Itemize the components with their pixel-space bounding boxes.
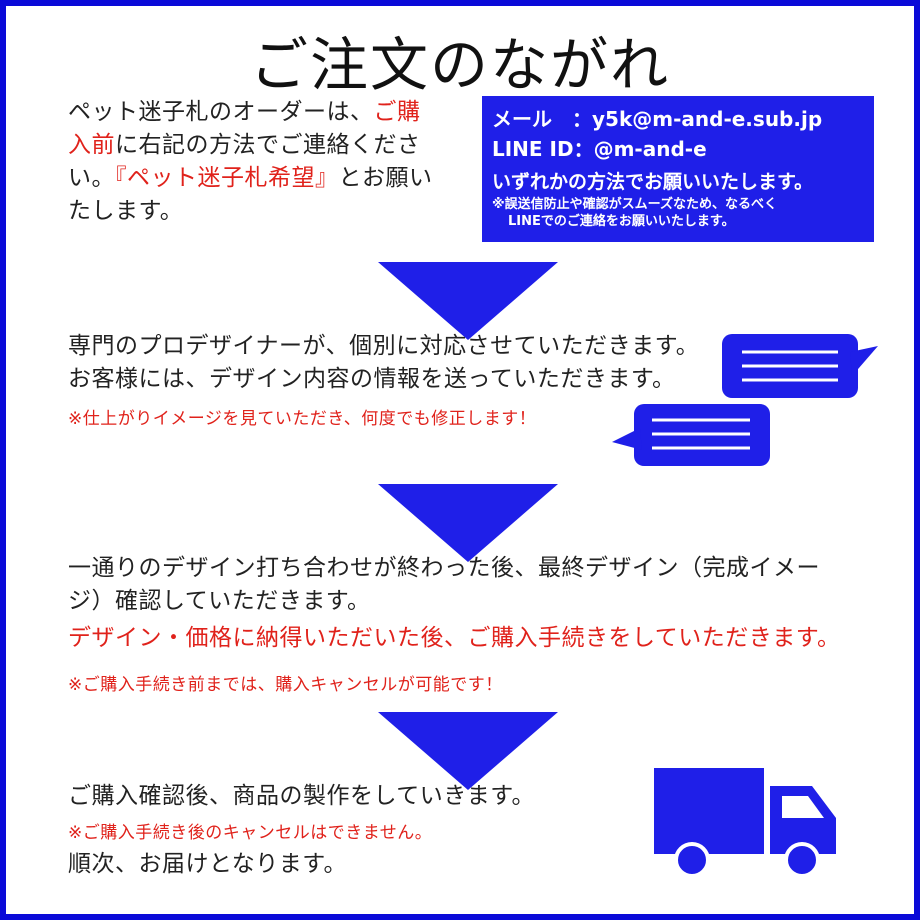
step1-text: ペット迷子札のオーダーは、ご購 入前に右記の方法でご連絡くださ い。『ペット迷子… <box>68 96 468 228</box>
step1-line4: たします。 <box>68 198 184 224</box>
contact-note-1: ※誤送信防止や確認がスムーズなため、なるべく <box>492 197 777 212</box>
step2-note: ※仕上がりイメージを見ていただき、何度でも修正します！ <box>68 409 537 429</box>
contact-mail: メール ：y5k@m-and-e.sub.jp <box>492 107 823 131</box>
step3-line1: 一通りのデザイン打ち合わせが終わった後、最終デザイン（完成イメー <box>68 555 820 581</box>
contact-request: いずれかの方法でお願いいたします。 <box>492 171 814 193</box>
step4-line1: ご購入確認後、商品の製作をしていきます。 <box>68 783 536 809</box>
mail-address[interactable]: y5k@m-and-e.sub.jp <box>592 107 823 131</box>
step3-note: ※ご購入手続き前までは、購入キャンセルが可能です！ <box>68 675 503 695</box>
contact-box: メール ：y5k@m-and-e.sub.jp LINE ID：@m-and-e… <box>482 96 874 242</box>
page-title: ご注文のながれ <box>249 31 670 99</box>
chat-bubble-icon <box>612 404 770 466</box>
contact-line: LINE ID：@m-and-e <box>492 137 707 161</box>
step4-line2: 順次、お届けとなります。 <box>68 851 348 877</box>
arrow-down-icon <box>378 484 558 562</box>
arrow-down-icon <box>378 712 558 790</box>
arrow-down-icon <box>378 262 558 340</box>
step2-text: 専門のプロデザイナーが、個別に対応させていただきます。 お客様には、デザイン内容… <box>68 330 728 396</box>
step3-text: 一通りのデザイン打ち合わせが終わった後、最終デザイン（完成イメー ジ）確認してい… <box>68 552 898 655</box>
step1-line1: ペット迷子札のオーダーは、ご購 <box>68 99 421 125</box>
contact-note-2: LINEでのご連絡をお願いいたします。 <box>508 214 735 229</box>
truck-icon <box>654 768 836 878</box>
step2-line1: 専門のプロデザイナーが、個別に対応させていただきます。 <box>68 333 700 359</box>
step3-line2: ジ）確認していただきます。 <box>68 588 371 614</box>
chat-bubble-icon <box>722 334 878 398</box>
step3-line3: デザイン・価格に納得いただいた後、ご購入手続きをしていただきます。 <box>68 625 841 651</box>
step2-line2: お客様には、デザイン内容の情報を送っていただきます。 <box>68 366 676 392</box>
step4-note: ※ご購入手続き後のキャンセルはできません。 <box>68 823 433 843</box>
step1-line2: 入前に右記の方法でご連絡くださ <box>68 132 421 158</box>
step1-line3: い。『ペット迷子札希望』とお願い <box>68 165 433 191</box>
line-id[interactable]: @m-and-e <box>593 137 707 161</box>
